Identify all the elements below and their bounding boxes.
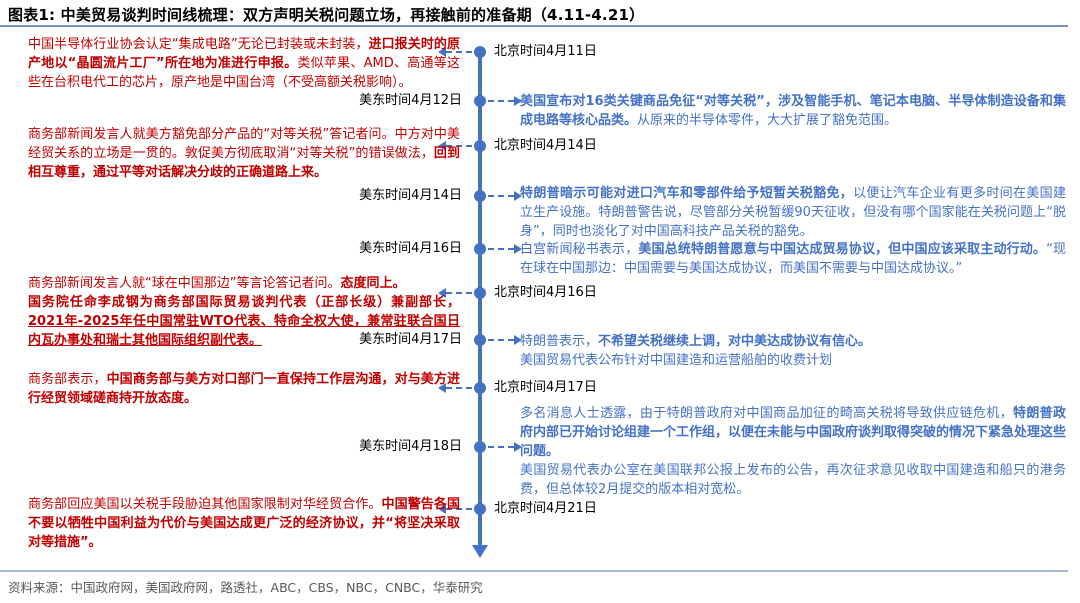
event-text-us: 特朗普表示，不希望关税继续上调，对中美达成协议有信心。美国贸易代表公布针对中国建… bbox=[520, 332, 1066, 370]
event-text-us: 美国宣布对16类关键商品免征“对等关税”，涉及智能手机、笔记本电脑、半导体制造设… bbox=[520, 92, 1066, 130]
event-text-segment: 从原来的半导体零件，大大扩展了豁免范围。 bbox=[637, 113, 898, 128]
timeline-node bbox=[474, 441, 486, 453]
dashed-connector-left bbox=[446, 508, 472, 510]
event-text-segment: 白宫新闻秘书表示， bbox=[520, 242, 639, 257]
event-text-segment: 中国警告各国不要以牺牲中国利益为代价与美国达成更广泛的经济协议，并“将坚决采取对… bbox=[28, 497, 460, 550]
event-text-us: 特朗普暗示可能对进口汽车和零部件给予短暂关税豁免，以便让汽车企业有更多时间在美国… bbox=[520, 184, 1066, 241]
timeline-node bbox=[474, 46, 486, 58]
event-text-china: 商务部新闻发言人就美方豁免部分产品的“对等关税”答记者问。中方对中美经贸关系的立… bbox=[28, 125, 460, 182]
event-text-segment: 态度同上。 bbox=[340, 276, 406, 291]
timeline-node bbox=[474, 95, 486, 107]
timeline-node bbox=[474, 140, 486, 152]
timeline-date-label: 北京时间4月16日 bbox=[494, 285, 597, 300]
timeline-date-label: 美东时间4月18日 bbox=[359, 439, 462, 454]
dashed-connector-left bbox=[446, 387, 472, 389]
timeline-node bbox=[474, 190, 486, 202]
event-text-china: 中国半导体行业协会认定“集成电路”无论已封装或未封装，进口报关时的原产地以“晶圆… bbox=[28, 35, 460, 92]
event-text-segment: 商务部新闻发言人就美方豁免部分产品的“对等关税”答记者问。中方对中美经贸关系的立… bbox=[28, 127, 460, 161]
dashed-connector-right bbox=[488, 100, 514, 102]
dashed-connector-right bbox=[488, 195, 514, 197]
event-text-china: 商务部回应美国以关税手段胁迫其他国家限制对华经贸合作。中国警告各国不要以牺牲中国… bbox=[28, 495, 460, 552]
dashed-connector-right bbox=[488, 339, 514, 341]
event-text-segment: 不希望关税继续上调，对中美达成协议有信心。 bbox=[598, 334, 872, 349]
timeline-date-label: 北京时间4月11日 bbox=[494, 44, 597, 59]
event-text-segment: “现在球在中国那边：中国需要与美国达成协议，而美国不需要与中国达成协议。” bbox=[520, 242, 1066, 276]
timeline-axis-arrowhead-icon bbox=[472, 545, 488, 558]
event-text-china: 商务部表示，中国商务部与美方对口部门一直保持工作层沟通，对与美方进行经贸领域磋商… bbox=[28, 370, 460, 408]
event-text-segment: 多名消息人士透露，由于特朗普政府对中国商品加征的畸高关税将导致供应链危机， bbox=[520, 406, 1013, 421]
event-text-china: 商务部新闻发言人就“球在中国那边”等言论答记者问。态度同上。国务院任命李成钢为商… bbox=[28, 274, 460, 350]
event-text-segment: 商务部回应美国以关税手段胁迫其他国家限制对华经贸合作。 bbox=[28, 497, 382, 512]
figure-title: 图表1: 中美贸易谈判时间线梳理：双方声明关税问题立场，再接触前的准备期（4.1… bbox=[8, 6, 645, 24]
dashed-connector-right bbox=[488, 446, 514, 448]
timeline-node bbox=[474, 243, 486, 255]
event-text-segment: 以便让汽车企业有更多时间在美国建立生产设施。特朗普警告说，尽管部分关税暂缓90天… bbox=[520, 186, 1066, 239]
arrowhead-left-icon bbox=[438, 47, 446, 57]
timeline-node bbox=[474, 503, 486, 515]
event-text-segment: 特朗普表示， bbox=[520, 334, 599, 349]
arrowhead-right-icon bbox=[514, 191, 522, 201]
dashed-connector-left bbox=[446, 51, 472, 53]
event-text-segment: 回到相互尊重，通过平等对话解决分歧的正确道路上来。 bbox=[28, 146, 460, 180]
event-text-segment: 美国宣布对16类关键商品免征“对等关税”，涉及智能手机、笔记本电脑、半导体制造设… bbox=[520, 94, 1066, 128]
source-text: 中国政府网，美国政府网，路透社，ABC，CBS，NBC，CNBC，华泰研究 bbox=[70, 580, 483, 595]
arrowhead-right-icon bbox=[514, 442, 522, 452]
event-text-segment: 美国贸易代表公布针对中国建造和运营船舶的收费计划 bbox=[520, 353, 833, 368]
timeline-node bbox=[474, 334, 486, 346]
event-text-segment: 进口报关时的原产地以“晶圆流片工厂”所在地为准进行申报。 bbox=[28, 37, 460, 71]
arrowhead-left-icon bbox=[438, 383, 446, 393]
timeline-date-label: 美东时间4月16日 bbox=[359, 241, 462, 256]
timeline-date-label: 美东时间4月14日 bbox=[359, 188, 462, 203]
event-text-segment: 中国商务部与美方对口部门一直保持工作层沟通，对与美方进行经贸领域磋商持开放态度。 bbox=[28, 372, 460, 406]
timeline-node bbox=[474, 382, 486, 394]
timeline-date-label: 北京时间4月17日 bbox=[494, 380, 597, 395]
event-text-segment: 特朗普政府内部已开始讨论组建一个工作组，以便在未能与中国政府谈判取得突破的情况下… bbox=[520, 406, 1067, 459]
event-text-segment: 特朗普暗示可能对进口汽车和零部件给予短暂关税豁免， bbox=[520, 186, 854, 201]
source-line: 资料来源：中国政府网，美国政府网，路透社，ABC，CBS，NBC，CNBC，华泰… bbox=[8, 579, 483, 596]
event-text-us: 白宫新闻秘书表示，美国总统特朗普愿意与中国达成贸易协议，但中国应该采取主动行动。… bbox=[520, 240, 1066, 278]
timeline-date-label: 北京时间4月14日 bbox=[494, 138, 597, 153]
arrowhead-right-icon bbox=[514, 244, 522, 254]
event-text-segment: 2021年-2025年任中国常驻WTO代表、特命全权大使，兼常驻联合国日内瓦办事… bbox=[28, 314, 460, 348]
dashed-connector-left bbox=[446, 145, 472, 147]
event-text-segment: 国务院任命李成钢为商务部国际贸易谈判代表（正部长级）兼副部长， bbox=[28, 295, 460, 310]
timeline-date-label: 美东时间4月17日 bbox=[359, 332, 462, 347]
event-text-segment: 类似苹果、AMD、高通等这些在台积电代工的芯片，原产地是中国台湾（不受高额关税影… bbox=[28, 56, 460, 90]
timeline-date-label: 北京时间4月21日 bbox=[494, 501, 597, 516]
event-text-segment: 美国贸易代表办公室在美国联邦公报上发布的公告，再次征求意见收取中国建造和船只的港… bbox=[520, 463, 1066, 497]
event-text-us: 多名消息人士透露，由于特朗普政府对中国商品加征的畸高关税将导致供应链危机，特朗普… bbox=[520, 404, 1066, 499]
event-text-segment: 中国半导体行业协会认定“集成电路”无论已封装或未封装， bbox=[28, 37, 369, 52]
footer-divider bbox=[0, 570, 1068, 572]
arrowhead-left-icon bbox=[438, 288, 446, 298]
arrowhead-right-icon bbox=[514, 96, 522, 106]
event-text-segment: 美国总统特朗普愿意与中国达成贸易协议，但中国应该采取主动行动。 bbox=[638, 242, 1047, 257]
timeline-node bbox=[474, 287, 486, 299]
dashed-connector-right bbox=[488, 248, 514, 250]
arrowhead-right-icon bbox=[514, 335, 522, 345]
source-label: 资料来源： bbox=[8, 580, 71, 595]
dashed-connector-left bbox=[446, 292, 472, 294]
timeline-date-label: 美东时间4月12日 bbox=[359, 93, 462, 108]
event-text-segment: 商务部表示， bbox=[28, 372, 107, 387]
arrowhead-left-icon bbox=[438, 504, 446, 514]
arrowhead-left-icon bbox=[438, 141, 446, 151]
title-divider bbox=[0, 25, 1068, 27]
event-text-segment: 商务部新闻发言人就“球在中国那边”等言论答记者问。 bbox=[28, 276, 341, 291]
